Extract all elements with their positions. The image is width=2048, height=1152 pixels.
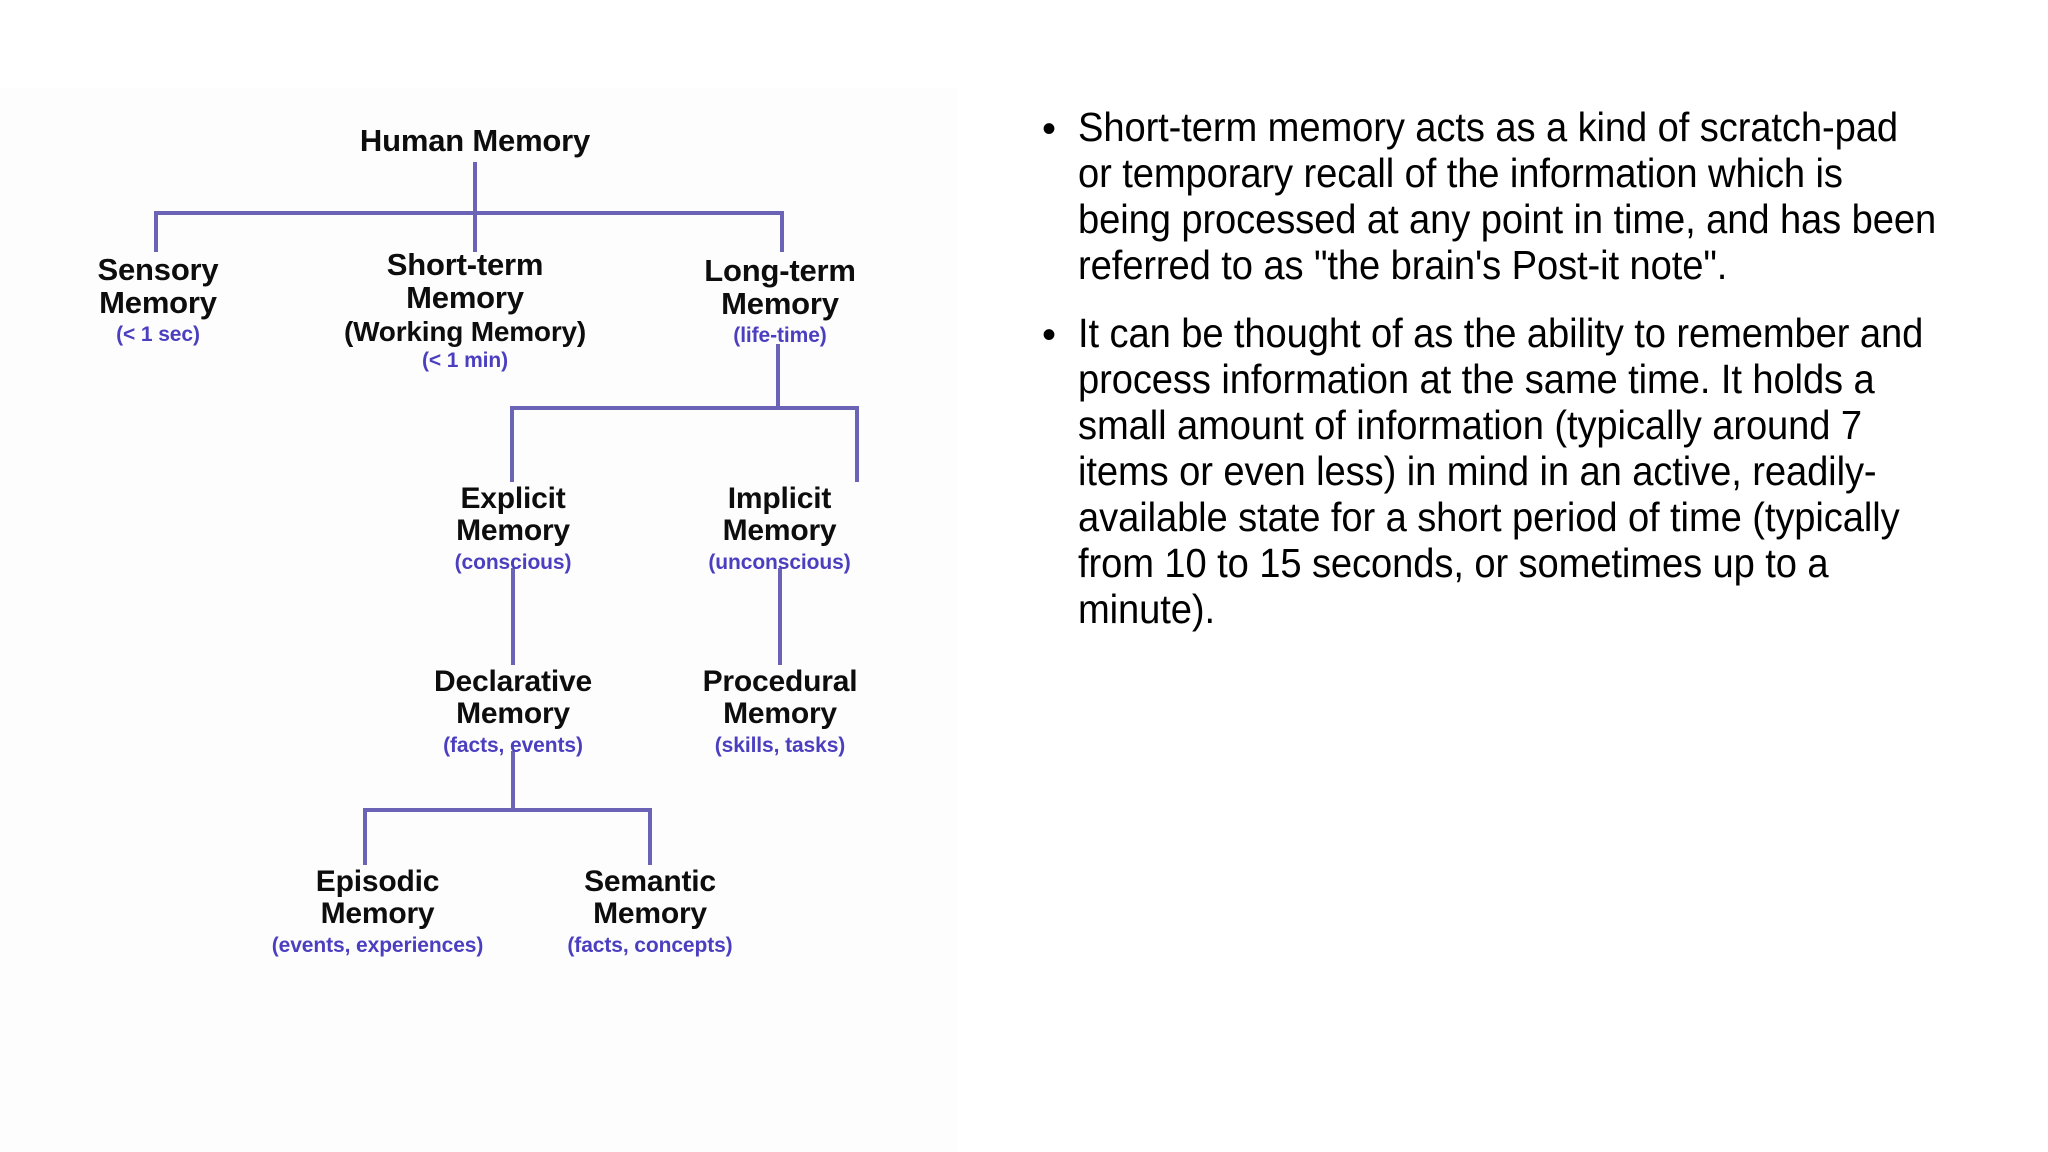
diagram-node-implicit-memory: Implicit Memory (unconscious) <box>652 482 907 574</box>
node-sublabel: (events, experiences) <box>271 933 484 957</box>
node-label-line1: Semantic <box>584 865 716 898</box>
node-sublabel: (facts, concepts) <box>567 933 733 957</box>
diagram-node-explicit-memory: Explicit Memory (conscious) <box>383 482 643 574</box>
bullet-point-icon: • <box>1042 107 1057 151</box>
node-label-line1: Short-term <box>386 247 544 282</box>
diagram-node-sensory-memory: Sensory Memory (< 1 sec) <box>18 253 298 347</box>
node-label-line2: Memory <box>456 514 570 548</box>
node-sublabel: (unconscious) <box>708 550 851 574</box>
diagram-node-human-memory: Human Memory <box>275 123 675 158</box>
node-sublabel: (< 1 sec) <box>116 322 200 346</box>
diagram-node-long-term-memory: Long-term Memory (life-time) <box>640 254 920 348</box>
node-label-line1: Explicit <box>460 482 566 515</box>
node-sublabel: (< 1 min) <box>421 349 509 373</box>
node-label-line1: Episodic <box>315 865 440 898</box>
diagram-node-semantic-memory: Semantic Memory (facts, concepts) <box>515 865 785 957</box>
node-sublabel: (facts, events) <box>443 733 583 757</box>
node-label-line1: Declarative <box>434 665 592 698</box>
bullet-point-icon: • <box>1042 313 1057 357</box>
diagram-node-episodic-memory: Episodic Memory (events, experiences) <box>235 865 520 957</box>
node-sublabel: (conscious) <box>454 550 572 574</box>
node-label-line2: Memory <box>456 697 570 731</box>
node-label-line1: Implicit <box>727 482 832 515</box>
node-label-line2: Memory <box>723 697 837 731</box>
node-label-line1: Long-term <box>704 253 856 288</box>
bullet-text: Short-term memory acts as a kind of scra… <box>1078 104 1937 288</box>
diagram-node-short-term-memory: Short-term Memory (Working Memory) (< 1 … <box>285 248 645 373</box>
node-sublabel: (life-time) <box>733 323 827 347</box>
bullet-item: • Short-term memory acts as a kind of sc… <box>1042 104 2002 288</box>
node-label-line2: Memory <box>99 285 217 321</box>
diagram-node-procedural-memory: Procedural Memory (skills, tasks) <box>650 665 910 757</box>
node-alt-label: (Working Memory) <box>343 315 587 347</box>
node-label-line2: Memory <box>721 286 839 322</box>
node-label-line2: Memory <box>722 514 837 548</box>
node-label-line1: Procedural <box>702 665 858 698</box>
node-sublabel: (skills, tasks) <box>714 733 846 757</box>
diagram-connector-lines <box>154 162 859 865</box>
diagram-node-declarative-memory: Declarative Memory (facts, events) <box>378 665 648 757</box>
bullet-text: It can be thought of as the ability to r… <box>1078 310 1924 632</box>
memory-hierarchy-diagram: Human Memory Sensory Memory (< 1 sec) Sh… <box>0 88 958 1152</box>
slide-body-text: • Short-term memory acts as a kind of sc… <box>1042 104 2002 654</box>
node-label-line2: Memory <box>593 897 707 931</box>
bullet-item: • It can be thought of as the ability to… <box>1042 310 2002 632</box>
node-label-line2: Memory <box>406 280 524 316</box>
node-label-line1: Sensory <box>97 252 219 287</box>
node-label-line2: Memory <box>320 897 435 931</box>
node-label: Human Memory <box>359 123 591 158</box>
